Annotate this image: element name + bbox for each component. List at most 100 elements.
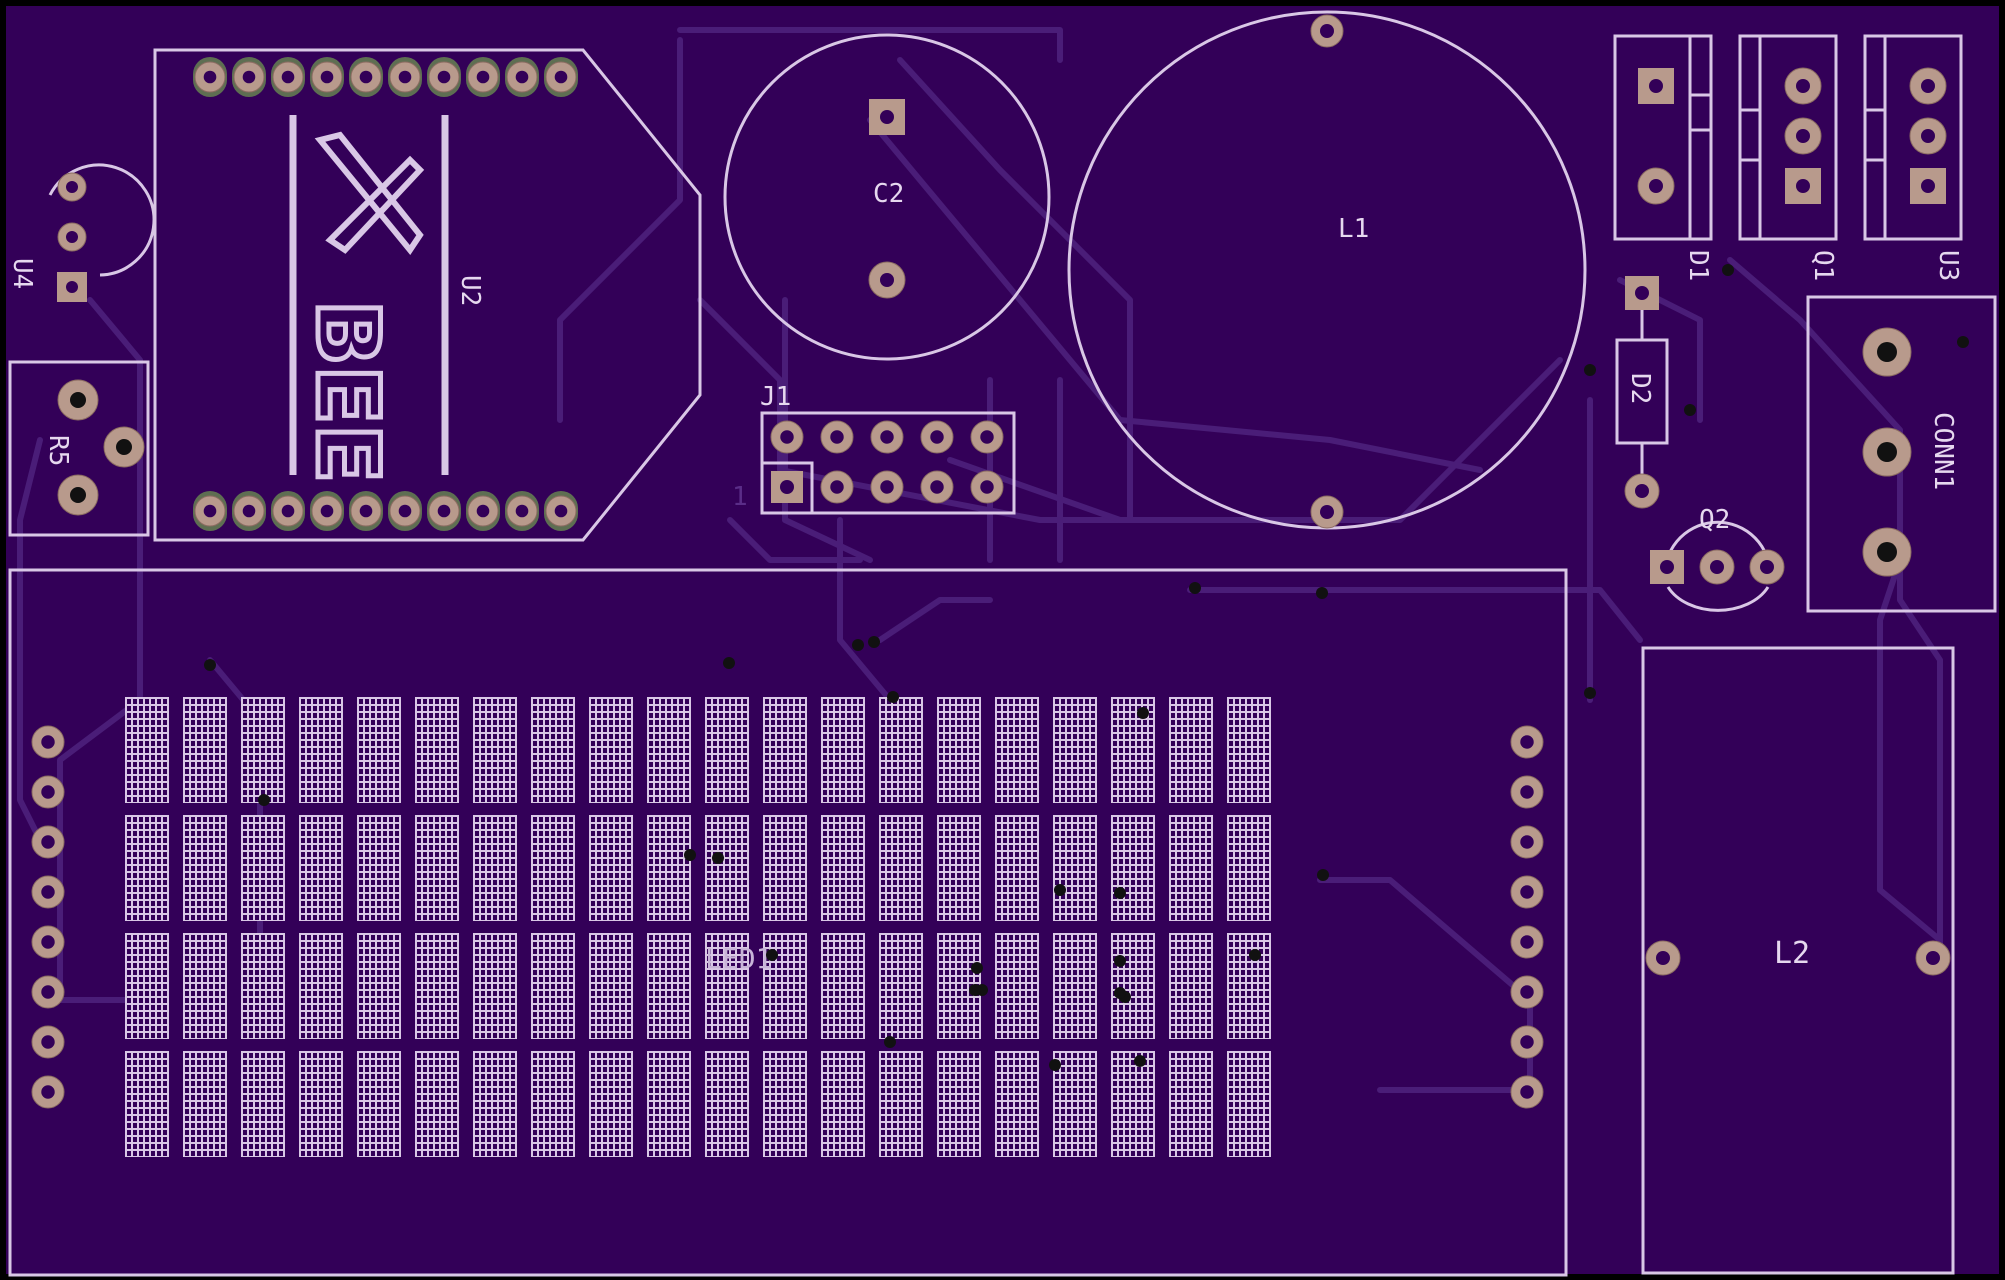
- led1-cell: [209, 776, 213, 781]
- led1-cell: [951, 797, 955, 802]
- led1-cell: [273, 901, 277, 906]
- led1-cell: [1137, 831, 1141, 836]
- led1-cell: [771, 824, 775, 829]
- led1-cell: [511, 887, 515, 892]
- led1-cell: [243, 1033, 247, 1038]
- led1-cell: [963, 762, 967, 767]
- led1-cell: [267, 824, 271, 829]
- led1-cell: [1241, 901, 1245, 906]
- led1-cell: [127, 831, 131, 836]
- led1-cell: [801, 790, 805, 795]
- led1-cell: [997, 762, 1001, 767]
- led1-cell: [453, 880, 457, 885]
- led1-cell: [273, 908, 277, 913]
- led1-cell: [249, 880, 253, 885]
- led1-cell: [185, 998, 189, 1003]
- led1-cell: [743, 748, 747, 753]
- led1-cell: [911, 699, 915, 704]
- led1-cell: [301, 935, 305, 940]
- led1-cell: [1201, 838, 1205, 843]
- led1-cell: [1183, 859, 1187, 864]
- led1-cell: [429, 790, 433, 795]
- led1-cell: [1149, 873, 1153, 878]
- led1-cell: [731, 915, 735, 920]
- led1-cell: [429, 859, 433, 864]
- led1-cell: [1091, 706, 1095, 711]
- led1-cell: [881, 852, 885, 857]
- led1-cell: [1137, 817, 1141, 822]
- led1-cell: [841, 741, 845, 746]
- led1-cell: [783, 769, 787, 774]
- led1-cell: [893, 873, 897, 878]
- led1-cell: [789, 901, 793, 906]
- led1-cell: [1259, 817, 1263, 822]
- led1-cell: [1073, 824, 1077, 829]
- led1-cell: [1027, 817, 1031, 822]
- led1-cell: [197, 776, 201, 781]
- led1-cell: [1177, 852, 1181, 857]
- led1-cell: [1247, 720, 1251, 725]
- led1-cell: [1033, 859, 1037, 864]
- led1-cell: [743, 908, 747, 913]
- led1-cell: [163, 762, 167, 767]
- led1-cell: [707, 908, 711, 913]
- led1-cell: [963, 734, 967, 739]
- led1-cell: [969, 873, 973, 878]
- led1-cell: [475, 817, 479, 822]
- led1-cell: [301, 734, 305, 739]
- led1-cell: [713, 734, 717, 739]
- led1-cell: [365, 706, 369, 711]
- led1-cell: [151, 762, 155, 767]
- led1-cell: [511, 720, 515, 725]
- led1-cell: [261, 699, 265, 704]
- led1-cell: [1183, 817, 1187, 822]
- led1-cell: [551, 769, 555, 774]
- led1-cell: [685, 838, 689, 843]
- led1-cell: [649, 720, 653, 725]
- led1-cell: [649, 727, 653, 732]
- led1-cell: [743, 797, 747, 802]
- led1-cell: [243, 831, 247, 836]
- led1-cell: [1113, 852, 1117, 857]
- led1-cell: [243, 706, 247, 711]
- led1-cell: [157, 734, 161, 739]
- led1-cell: [417, 901, 421, 906]
- led1-cell: [1055, 748, 1059, 753]
- led1-cell: [383, 991, 387, 996]
- led1-cell: [331, 1033, 335, 1038]
- led1-cell: [255, 942, 259, 947]
- led1-cell: [777, 741, 781, 746]
- led1-cell: [307, 783, 311, 788]
- led1-cell: [209, 727, 213, 732]
- led1-cell: [945, 824, 949, 829]
- led1-cell: [185, 1026, 189, 1031]
- led1-cell: [951, 776, 955, 781]
- led1-cell: [1003, 887, 1007, 892]
- led1-cell: [127, 699, 131, 704]
- led1-cell: [313, 873, 317, 878]
- led1-cell: [731, 790, 735, 795]
- led1-cell: [133, 734, 137, 739]
- led1-cell: [1253, 755, 1257, 760]
- led1-cell: [1021, 720, 1025, 725]
- led1-cell: [273, 915, 277, 920]
- led1-cell: [603, 838, 607, 843]
- led1-cell: [151, 817, 155, 822]
- led1-cell: [655, 901, 659, 906]
- led1-cell: [679, 699, 683, 704]
- led1-cell: [139, 859, 143, 864]
- led1-cell: [887, 887, 891, 892]
- led1-cell: [377, 873, 381, 878]
- led1-cell: [1195, 762, 1199, 767]
- led1-cell: [453, 790, 457, 795]
- led1-cell: [1183, 734, 1187, 739]
- led1-cell: [603, 880, 607, 885]
- led1-cell: [313, 880, 317, 885]
- led1-cell: [447, 880, 451, 885]
- led1-cell: [417, 706, 421, 711]
- led1-cell: [301, 949, 305, 954]
- led1-cell: [905, 713, 909, 718]
- led1-cell: [243, 956, 247, 961]
- led1-cell: [481, 901, 485, 906]
- led1-cell: [447, 734, 451, 739]
